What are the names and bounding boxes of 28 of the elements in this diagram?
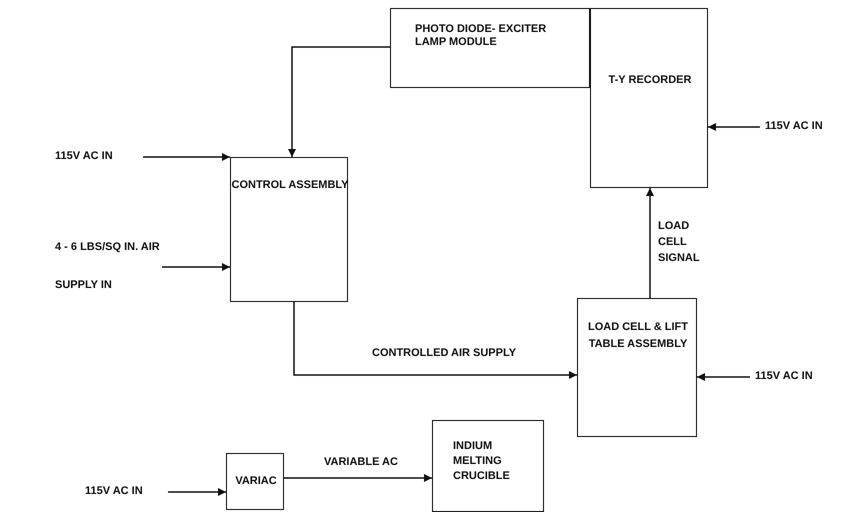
block-box	[432, 420, 544, 512]
arrow	[646, 188, 654, 298]
block-label: CONTROL ASSEMBLY	[231, 178, 349, 193]
arrow	[168, 488, 226, 496]
arrow	[697, 373, 750, 381]
input-label: 115V AC IN	[765, 120, 823, 132]
arrow	[708, 123, 760, 131]
arrow	[284, 474, 432, 482]
block-label: VARIAC	[234, 475, 278, 487]
edge-label: VARIABLE AC	[322, 456, 400, 468]
arrow	[162, 263, 230, 271]
edge-label: CONTROLLED AIR SUPPLY	[370, 347, 518, 359]
block-box	[590, 8, 708, 188]
block-label: LOAD CELL & LIFT TABLE ASSEMBLY	[586, 320, 689, 352]
arrow	[293, 302, 577, 379]
arrow	[288, 46, 390, 157]
block-box	[390, 8, 590, 88]
block-label: PHOTO DIODE- EXCITER LAMP MODULE	[415, 23, 548, 49]
block-label: T-Y RECORDER	[608, 73, 692, 88]
arrow	[143, 153, 230, 161]
input-label: 4 - 6 LBS/SQ IN. AIR SUPPLY IN	[55, 240, 161, 293]
input-label: 115V AC IN	[55, 150, 113, 162]
block-label: INDIUM MELTING CRUCIBLE	[453, 439, 511, 484]
block-box	[230, 157, 348, 302]
input-label: 115V AC IN	[85, 485, 143, 497]
block-box	[577, 298, 697, 437]
block-box	[226, 453, 284, 510]
input-label: 115V AC IN	[755, 370, 813, 382]
